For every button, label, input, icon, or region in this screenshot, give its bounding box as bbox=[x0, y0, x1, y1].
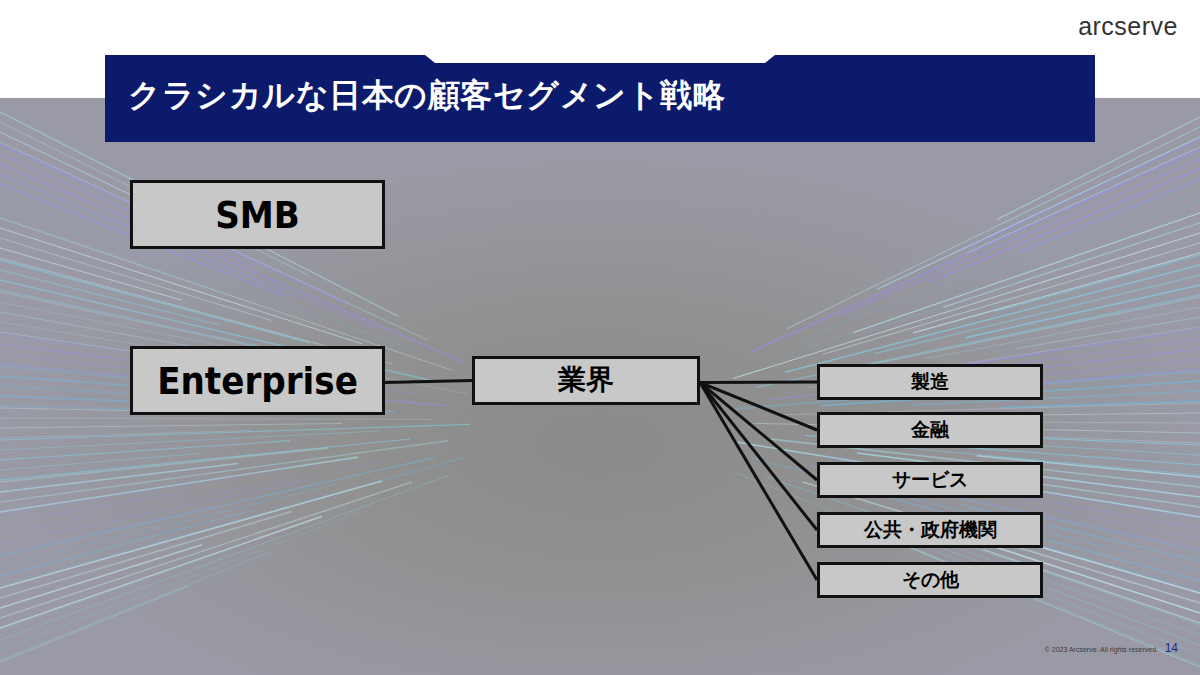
industry-box: サービス bbox=[817, 462, 1043, 498]
box-text: 製造 bbox=[911, 369, 949, 395]
light-streak bbox=[967, 147, 1200, 253]
connector-line bbox=[700, 383, 817, 581]
light-streak bbox=[769, 349, 1200, 400]
light-streak bbox=[965, 285, 1200, 338]
connector-line bbox=[385, 381, 472, 383]
industry-box: 公共・政府機関 bbox=[817, 512, 1043, 548]
light-streak bbox=[959, 139, 1200, 252]
box-text: 業界 bbox=[558, 361, 614, 399]
industry-box: その他 bbox=[817, 562, 1043, 598]
light-streak bbox=[735, 473, 1200, 655]
copyright-note: © 2023 Arcserve. All rights reserved. bbox=[1045, 646, 1158, 653]
light-streak bbox=[0, 552, 270, 660]
light-streak bbox=[0, 471, 276, 514]
industry-box: 製造 bbox=[817, 364, 1043, 400]
light-streak bbox=[0, 512, 360, 650]
light-streak bbox=[749, 149, 1200, 353]
connector-line bbox=[700, 383, 817, 431]
light-streak bbox=[0, 270, 220, 325]
box-text: 金融 bbox=[911, 417, 949, 443]
light-streak bbox=[771, 211, 1200, 360]
light-streak bbox=[995, 255, 1200, 311]
light-streak bbox=[785, 265, 1200, 372]
segment-box: SMB bbox=[130, 180, 385, 249]
page-number: 14 bbox=[1165, 641, 1178, 655]
light-streak bbox=[0, 423, 342, 428]
light-streak bbox=[0, 482, 344, 566]
light-streak bbox=[803, 482, 1200, 603]
light-streak bbox=[0, 142, 428, 340]
light-streak bbox=[0, 506, 216, 554]
light-streak bbox=[0, 546, 240, 630]
light-streak bbox=[837, 297, 1200, 371]
light-streak bbox=[765, 476, 1200, 625]
light-streak bbox=[877, 137, 1200, 289]
light-streak bbox=[0, 164, 466, 363]
box-text: 公共・政府機関 bbox=[864, 517, 997, 543]
light-streak bbox=[0, 458, 434, 556]
light-streak bbox=[789, 461, 1200, 549]
light-streak bbox=[0, 458, 464, 586]
light-streak bbox=[0, 453, 200, 470]
light-streak bbox=[787, 127, 1200, 329]
light-streak bbox=[839, 159, 1200, 316]
light-streak bbox=[0, 492, 186, 524]
light-streak bbox=[891, 191, 1200, 309]
light-streaks bbox=[0, 110, 1200, 667]
light-streak bbox=[875, 275, 1200, 354]
connector-line bbox=[700, 381, 817, 385]
light-streak bbox=[1001, 401, 1200, 407]
connector-line bbox=[700, 383, 817, 481]
box-text: SMB bbox=[215, 193, 300, 237]
light-streak bbox=[0, 292, 258, 347]
light-streak bbox=[0, 481, 382, 588]
light-streak bbox=[0, 511, 292, 598]
light-streak bbox=[0, 545, 202, 608]
light-streak bbox=[927, 307, 1200, 358]
box-text: Enterprise bbox=[157, 359, 358, 403]
light-streak bbox=[981, 201, 1200, 281]
brand-logo: arcserve bbox=[1078, 12, 1178, 41]
segment-box: Enterprise bbox=[130, 346, 385, 415]
industry-box: 金融 bbox=[817, 412, 1043, 448]
box-text: その他 bbox=[902, 567, 959, 593]
light-streak bbox=[0, 430, 252, 438]
box-text: サービス bbox=[892, 467, 968, 493]
streak-ground bbox=[0, 98, 1200, 675]
light-streak bbox=[0, 260, 310, 343]
light-streak bbox=[0, 424, 470, 440]
light-streak bbox=[0, 441, 448, 502]
light-streak bbox=[0, 112, 398, 316]
category-box: 業界 bbox=[472, 356, 700, 405]
title-bar bbox=[105, 55, 1095, 142]
slide-title: クラシカルな日本の顧客セグメント戦略 bbox=[128, 74, 725, 118]
light-streak bbox=[0, 475, 450, 640]
light-streak bbox=[0, 448, 328, 482]
light-streak bbox=[0, 418, 432, 419]
light-streak bbox=[0, 510, 254, 576]
light-streak bbox=[853, 213, 1200, 333]
light-streak bbox=[0, 586, 188, 662]
light-streak bbox=[751, 458, 1200, 571]
light-streak bbox=[801, 181, 1200, 340]
light-streak bbox=[0, 482, 412, 618]
light-streak bbox=[0, 459, 396, 534]
connector-line bbox=[700, 383, 817, 531]
